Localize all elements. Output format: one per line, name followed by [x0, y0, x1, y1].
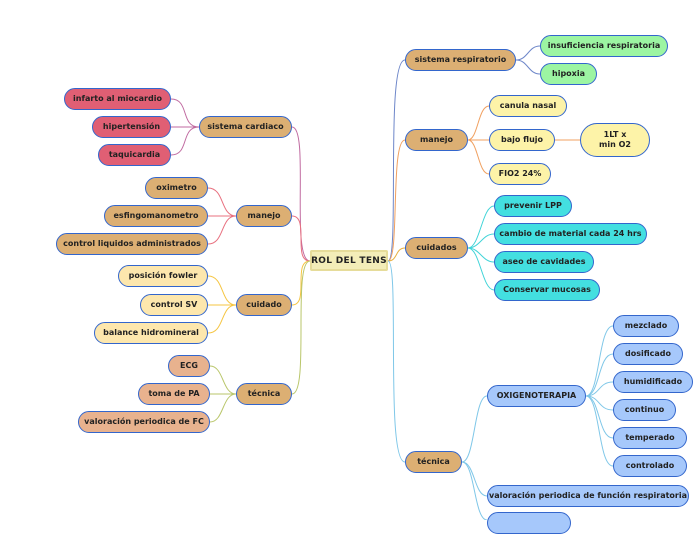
leaf-aseo-cavidades[interactable]: aseo de cavidades	[494, 251, 594, 273]
node-oxigenoterapia[interactable]: OXIGENOTERAPIA	[487, 385, 586, 407]
branch-tecnica-left[interactable]: técnica	[236, 383, 292, 405]
leaf-infarto-al-miocardio[interactable]: infarto al miocardio	[64, 88, 171, 110]
leaf-toma-de-pa[interactable]: toma de PA	[138, 383, 210, 405]
leaf-taquicardia[interactable]: taquicardia	[98, 144, 171, 166]
leaf-insuficiencia-respiratoria[interactable]: insuficiencia respiratoria	[540, 35, 668, 57]
branch-tecnica-right[interactable]: técnica	[405, 451, 462, 473]
leaf-conservar-mucosas[interactable]: Conservar mucosas	[494, 279, 600, 301]
leaf-valoracion-respiratoria[interactable]: valoración periodica de función respirat…	[487, 485, 689, 507]
leaf-humidificado[interactable]: humidificado	[613, 371, 693, 393]
leaf-fio2[interactable]: FIO2 24%	[489, 163, 551, 185]
leaf-esfingomanometro[interactable]: esfingomanometro	[104, 205, 208, 227]
leaf-prevenir-lpp[interactable]: prevenir LPP	[494, 195, 572, 217]
branch-sistema-cardiaco[interactable]: sistema cardiaco	[199, 116, 292, 138]
root-node[interactable]: ROL DEL TENS	[310, 250, 388, 271]
branch-manejo-left[interactable]: manejo	[236, 205, 292, 227]
branch-cuidados[interactable]: cuidados	[405, 237, 468, 259]
leaf-control-sv[interactable]: control SV	[140, 294, 208, 316]
leaf-controlado[interactable]: controlado	[613, 455, 687, 477]
leaf-posicion-fowler[interactable]: posición fowler	[118, 265, 208, 287]
leaf-partial-bottom[interactable]	[487, 512, 571, 534]
branch-sistema-respiratorio[interactable]: sistema respiratorio	[405, 49, 516, 71]
leaf-1lt-min-o2[interactable]: 1LT x min O2	[580, 123, 650, 157]
leaf-oximetro[interactable]: oximetro	[145, 177, 208, 199]
connector-lines	[170, 45, 614, 520]
leaf-hipoxia[interactable]: hipoxia	[540, 63, 597, 85]
leaf-canula-nasal[interactable]: canula nasal	[489, 95, 567, 117]
leaf-control-liquidos[interactable]: control liquidos administrados	[56, 233, 208, 255]
leaf-1lt-line2: min O2	[599, 140, 631, 149]
leaf-mezclado[interactable]: mezclado	[613, 315, 679, 337]
branch-manejo-right[interactable]: manejo	[405, 129, 468, 151]
leaf-bajo-flujo[interactable]: bajo flujo	[489, 129, 555, 151]
leaf-temperado[interactable]: temperado	[613, 427, 687, 449]
leaf-hipertension[interactable]: hipertensión	[92, 116, 171, 138]
leaf-cambio-material[interactable]: cambio de material cada 24 hrs	[494, 223, 647, 245]
branch-cuidado[interactable]: cuidado	[236, 294, 292, 316]
leaf-balance-hidromineral[interactable]: balance hidromineral	[94, 322, 208, 344]
leaf-valoracion-fc[interactable]: valoración periodica de FC	[78, 411, 210, 433]
leaf-ecg[interactable]: ECG	[168, 355, 210, 377]
leaf-continuo[interactable]: continuo	[613, 399, 676, 421]
leaf-1lt-line1: 1LT x	[603, 130, 627, 139]
leaf-dosificado[interactable]: dosificado	[613, 343, 683, 365]
